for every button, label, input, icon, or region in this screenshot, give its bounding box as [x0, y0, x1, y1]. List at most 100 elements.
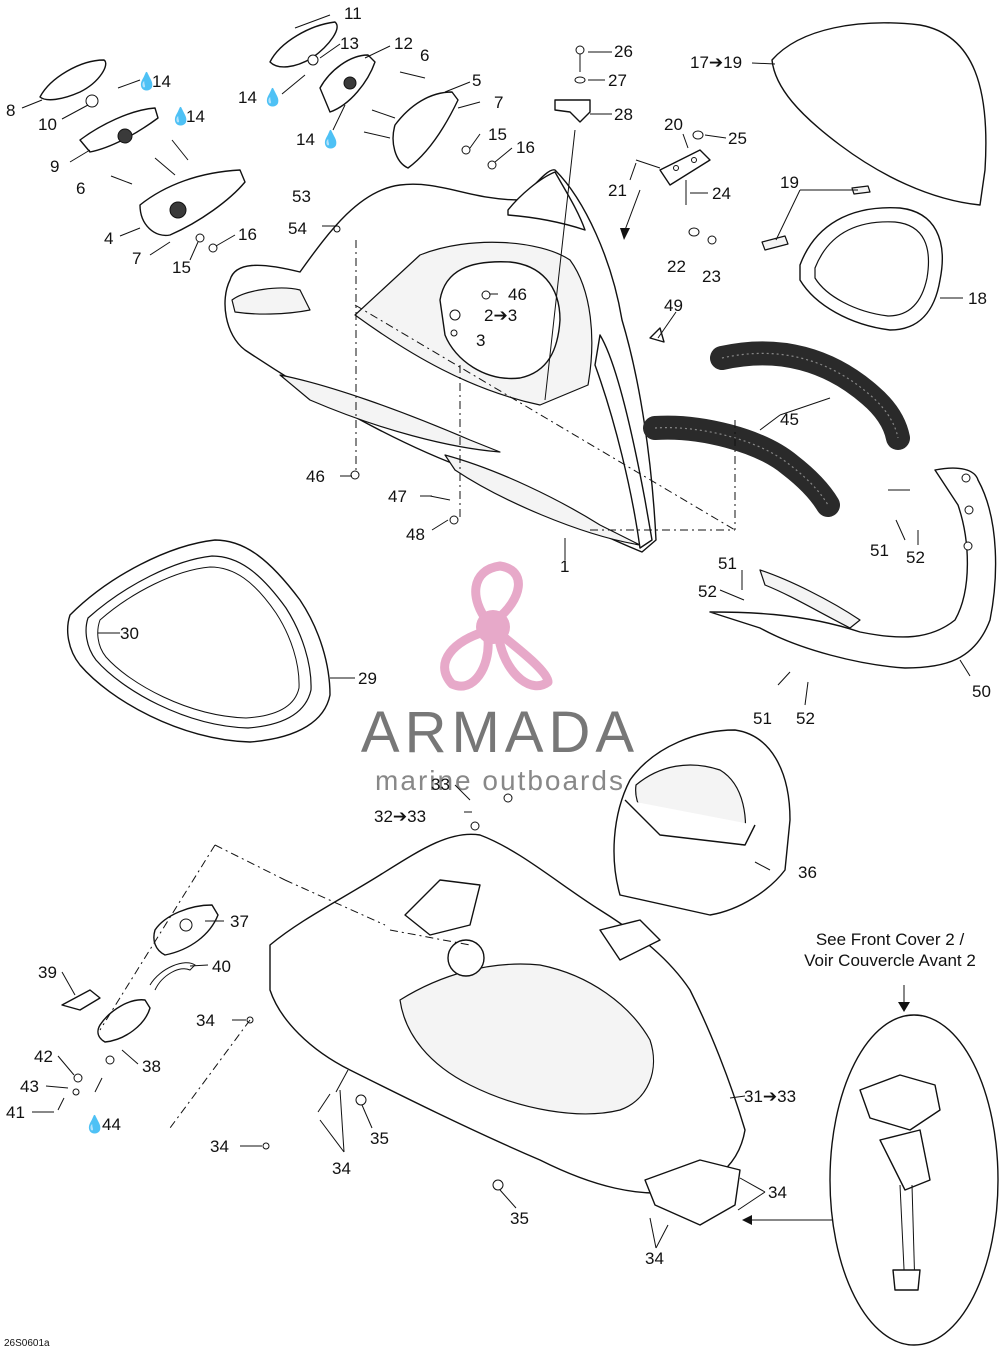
callout-34-far-bottom: 34 [645, 1249, 664, 1268]
front-cover-part [224, 169, 657, 553]
callout-10: 10 [38, 115, 57, 134]
callout-14-left-lower: 14 [186, 107, 205, 126]
callout-28: 28 [614, 105, 633, 124]
oil-drop-icon: 💧 [320, 129, 341, 149]
callout-34-bottom: 34 [332, 1159, 351, 1178]
assembly-centerlines [99, 129, 736, 1129]
callout-7-top: 7 [494, 93, 503, 112]
callout-34-left: 34 [196, 1011, 215, 1030]
callout-42: 42 [34, 1047, 53, 1066]
callout-47: 47 [388, 487, 407, 506]
callout-33: 33 [431, 775, 450, 794]
callout-32-33: 32➔33 [374, 807, 426, 826]
callout-45: 45 [780, 410, 799, 429]
callout-21: 21 [608, 181, 627, 200]
callout-11: 11 [344, 4, 362, 23]
callout-36: 36 [798, 863, 817, 882]
watermark-brand: ARMADA [361, 700, 639, 765]
callout-6-top: 6 [420, 46, 429, 65]
callout-50: 50 [972, 682, 991, 701]
callout-24: 24 [712, 184, 731, 203]
armada-watermark: ARMADA marine outboards [361, 561, 639, 796]
callout-52-right: 52 [906, 548, 925, 567]
callout-49: 49 [664, 296, 683, 315]
callout-27: 27 [608, 71, 627, 90]
callout-37: 37 [230, 912, 249, 931]
callout-48: 48 [406, 525, 425, 544]
callout-29: 29 [358, 669, 377, 688]
callout-18: 18 [968, 289, 987, 308]
callout-43: 43 [20, 1077, 39, 1096]
callout-46-bottom: 46 [306, 467, 325, 486]
note-line-2: Voir Couvercle Avant 2 [804, 951, 976, 970]
callout-4: 4 [104, 229, 113, 248]
callout-52-mid: 52 [698, 582, 717, 601]
callout-15-left: 15 [172, 258, 191, 277]
callout-9: 9 [50, 157, 59, 176]
callout-44: 44 [102, 1115, 121, 1134]
drawing-code: 26S0601a [4, 1338, 50, 1349]
callout-30: 30 [120, 624, 139, 643]
callout-51-right: 51 [870, 541, 889, 560]
windshield-part [761, 22, 987, 331]
oil-drop-icon: 💧 [170, 106, 191, 126]
hardware-fasteners [110, 71, 665, 525]
callout-54: 54 [288, 219, 307, 238]
callout-26: 26 [614, 42, 633, 61]
callout-39: 39 [38, 963, 57, 982]
callout-34-lower-left: 34 [210, 1137, 229, 1156]
front-bumper-part [709, 467, 997, 669]
callout-8: 8 [6, 101, 15, 120]
reference-note: See Front Cover 2 / Voir Couvercle Avant… [804, 930, 976, 970]
oil-drop-icon: 💧 [84, 1114, 105, 1134]
callout-2-3: 2➔3 [484, 306, 517, 325]
callout-34-right: 34 [768, 1183, 787, 1202]
callout-14-left-upper: 14 [152, 72, 171, 91]
callout-53: 53 [292, 187, 311, 206]
air-hoses-part [643, 341, 910, 517]
mirror-right-assembly [269, 21, 459, 169]
callout-16-top: 16 [516, 138, 535, 157]
callout-41: 41 [6, 1103, 25, 1122]
callout-3: 3 [476, 331, 485, 350]
callout-labels: 11 12 13 6 5 7 15 16 14 💧 14 💧 💧 14 💧 14… [6, 4, 991, 1268]
callout-35-bottom: 35 [510, 1209, 529, 1228]
callout-38: 38 [142, 1057, 161, 1076]
latch-assembly-part [57, 904, 219, 1111]
callout-40: 40 [212, 957, 231, 976]
callout-46-top: 46 [508, 285, 527, 304]
callout-6-left: 6 [76, 179, 85, 198]
callout-19: 19 [780, 173, 799, 192]
storage-seal-part [67, 539, 331, 743]
callout-31-33: 31➔33 [744, 1087, 796, 1106]
callout-leaders [21, 14, 971, 1249]
oil-drop-icon: 💧 [136, 71, 157, 91]
callout-15-top: 15 [488, 125, 507, 144]
note-line-1: See Front Cover 2 / [816, 930, 965, 949]
callout-1: 1 [560, 557, 569, 576]
front-frame-part [246, 793, 746, 1226]
mirror-left-assembly [39, 59, 246, 237]
watermark-tagline: marine outboards [375, 765, 625, 796]
callout-7-left: 7 [132, 249, 141, 268]
callout-23: 23 [702, 267, 721, 286]
callout-22: 22 [667, 257, 686, 276]
storage-bin-part [613, 729, 791, 916]
callout-51-bottom: 51 [753, 709, 772, 728]
callout-5: 5 [472, 71, 481, 90]
callout-52-bottom: 52 [796, 709, 815, 728]
callout-14-right-lower: 14 [296, 130, 315, 149]
callout-13: 13 [340, 34, 359, 53]
callout-17-19: 17➔19 [690, 53, 742, 72]
callout-16-left: 16 [238, 225, 257, 244]
callout-14-right-upper: 14 [238, 88, 257, 107]
detail-callout-front-cover-2 [742, 985, 999, 1346]
callout-35-left: 35 [370, 1129, 389, 1148]
callout-25: 25 [728, 129, 747, 148]
oil-drop-icon: 💧 [262, 87, 283, 107]
callout-51-mid: 51 [718, 554, 737, 573]
callout-20: 20 [664, 115, 683, 134]
callout-12: 12 [394, 34, 413, 53]
propeller-logo-icon [440, 561, 553, 691]
